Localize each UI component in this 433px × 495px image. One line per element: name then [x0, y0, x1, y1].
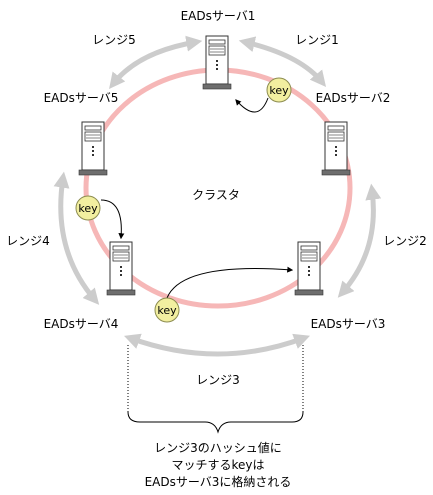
range-arrow-5: [109, 35, 203, 90]
range-arrow-1: [238, 36, 327, 87]
range-2-label: レンジ2: [383, 234, 427, 248]
key-badge-3-label: key: [157, 304, 177, 317]
caption-line-2: マッチするkeyは: [171, 458, 264, 472]
server-3-label: EADsサーバ3: [311, 317, 386, 331]
key-badge-2: key: [75, 195, 101, 221]
range-arrow-4: [53, 171, 100, 305]
server-5-icon: [78, 121, 108, 176]
key-badge-2-label: key: [78, 202, 98, 215]
key-badge-1-label: key: [269, 84, 289, 97]
key-arrow-to-server-1: [235, 97, 269, 113]
range-4-label: レンジ4: [6, 234, 50, 248]
server-3-icon: [294, 241, 324, 296]
server-2-label: EADsサーバ2: [316, 91, 391, 105]
key-badge-1: key: [266, 77, 292, 103]
cluster-label: クラスタ: [192, 188, 240, 202]
range-arrow-3: [123, 333, 310, 357]
caption-line-3: EADsサーバ3に格納される: [145, 474, 292, 489]
key-arrow-to-server-4: [100, 199, 125, 240]
range-3-label: レンジ3: [196, 373, 240, 387]
caption-line-1: レンジ3のハッシュ値に: [154, 440, 282, 455]
range-1-label: レンジ1: [295, 33, 339, 47]
server-1-label: EADsサーバ1: [181, 9, 256, 23]
server-5-label: EADsサーバ5: [44, 91, 119, 105]
range-3-brace: [127, 411, 304, 434]
range-arrow-2: [337, 183, 382, 298]
server-2-icon: [321, 121, 351, 176]
server-4-icon: [106, 241, 136, 296]
server-1-icon: [202, 35, 232, 90]
range-5-label: レンジ5: [92, 33, 136, 47]
server-4-label: EADsサーバ4: [44, 317, 119, 331]
key-badge-3: key: [154, 297, 180, 323]
key-arrow-to-server-3: [166, 266, 294, 299]
